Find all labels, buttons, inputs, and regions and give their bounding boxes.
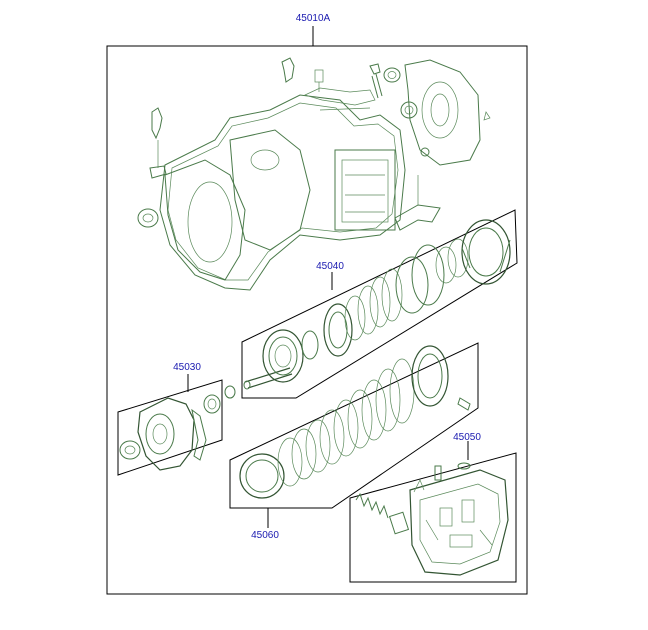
clutch-pack-frame: [241, 209, 518, 399]
assembly-callout[interactable]: 45010A: [296, 13, 331, 24]
oil-pump-group: 45030: [117, 362, 236, 476]
clutch-pack-callout[interactable]: 45040: [316, 261, 344, 272]
valve-body-group: 45050: [349, 432, 517, 583]
oil-pump-frame: [117, 379, 223, 476]
valve-body-callout[interactable]: 45050: [453, 432, 481, 443]
brake-pack-callout[interactable]: 45060: [251, 530, 279, 541]
assembly-frame: [106, 45, 528, 595]
brake-pack-frame: [229, 342, 479, 509]
oil-pump-callout[interactable]: 45030: [173, 362, 201, 373]
valve-body-frame: [349, 452, 517, 583]
brake-pack-group: 45060: [229, 342, 479, 541]
transmission-case-drawing: [137, 57, 491, 291]
clutch-pack-group: 45040: [241, 209, 518, 399]
